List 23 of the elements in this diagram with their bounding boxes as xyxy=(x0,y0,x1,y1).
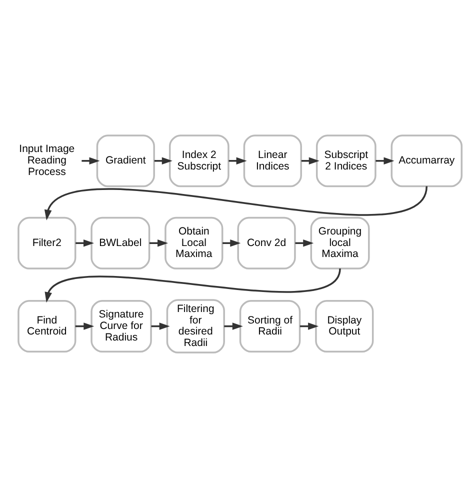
arrow xyxy=(82,157,100,165)
node-box: Linear Indices xyxy=(243,134,302,188)
node-box: Gradient xyxy=(96,134,155,188)
node-box: Signature Curve for Radius xyxy=(90,300,152,352)
node-box: Conv 2d xyxy=(237,216,296,270)
node-box: Filter2 xyxy=(18,216,76,270)
node-box: Filtering for desired Radii xyxy=(166,299,225,354)
arrow xyxy=(224,322,243,330)
arrow xyxy=(154,157,172,165)
node-box: Sorting of Radii xyxy=(239,300,301,352)
node-box: Accumarray xyxy=(390,134,463,188)
node-box: Display Output xyxy=(315,300,374,352)
arrow xyxy=(228,157,247,165)
node-text: Input Image Reading Process xyxy=(19,143,75,178)
node-box: Obtain Local Maxima xyxy=(164,216,224,270)
arrow xyxy=(301,157,320,165)
node-box: Index 2 Subscript xyxy=(168,134,230,188)
node-box: BWLabel xyxy=(90,216,150,270)
arrow xyxy=(376,157,394,165)
node-box: Subscript 2 Indices xyxy=(316,134,376,188)
node-box: Find Centroid xyxy=(18,300,76,352)
arrow xyxy=(75,322,94,330)
node-box: Grouping local Maxima xyxy=(310,216,370,270)
